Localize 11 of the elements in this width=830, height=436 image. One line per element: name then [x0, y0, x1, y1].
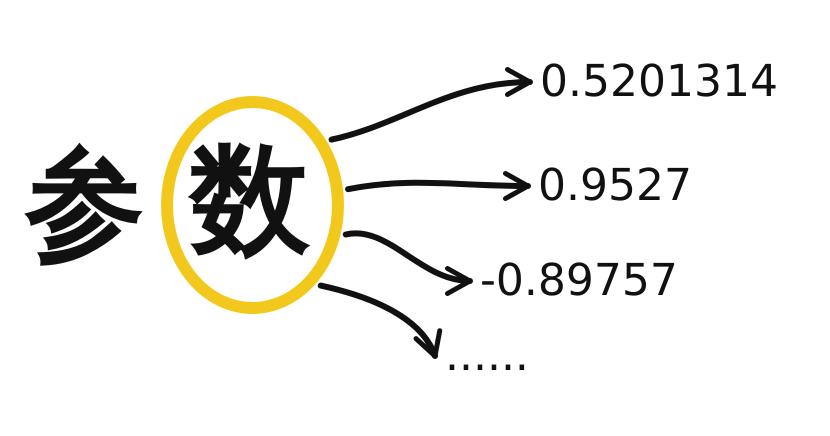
highlight-circle — [160, 95, 345, 315]
value-text: 0.5201314 — [540, 56, 778, 108]
character-text: 数 — [190, 135, 310, 265]
arrow — [328, 68, 533, 143]
value-text: ...... — [445, 330, 529, 382]
arrow — [318, 282, 441, 359]
value-text: 0.9527 — [538, 160, 692, 212]
arrow — [345, 170, 531, 201]
arrow — [342, 230, 473, 294]
character-text: 参 — [25, 140, 145, 270]
value-text: -0.89757 — [480, 255, 678, 307]
